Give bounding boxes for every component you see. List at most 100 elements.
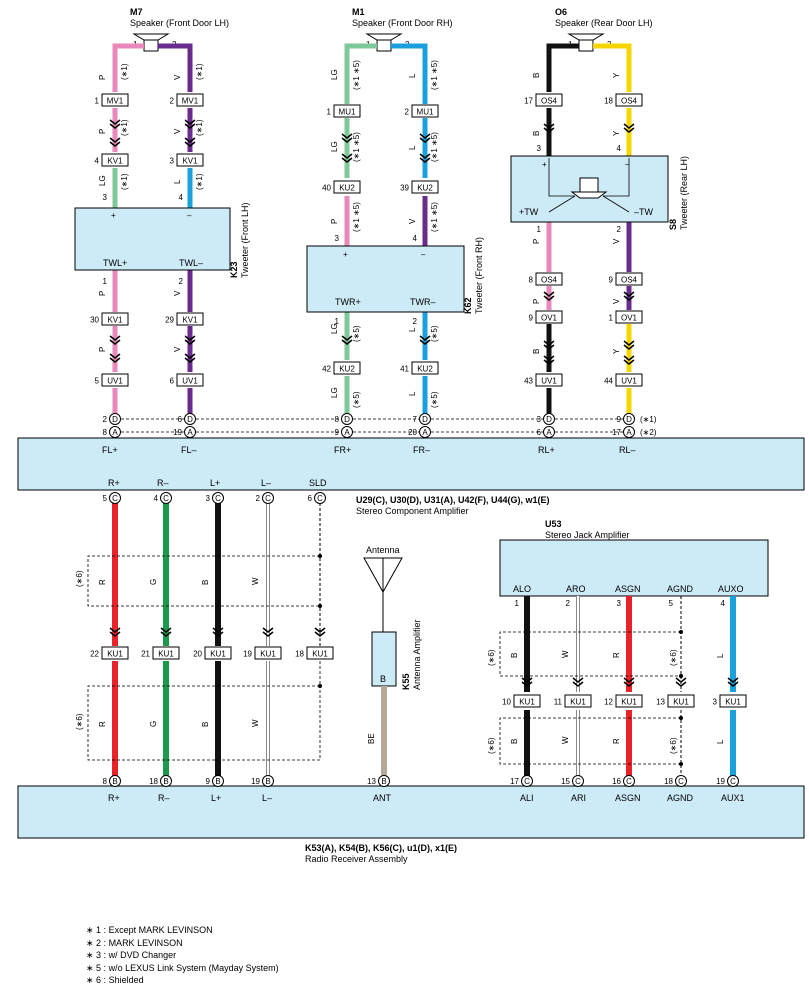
pin-letter: A [626, 428, 632, 437]
chevron-down-icon [419, 137, 431, 143]
connector-label: KU1 [519, 698, 535, 707]
pin-terminal: A6 [537, 426, 555, 438]
pin-number: 8 [103, 428, 108, 437]
wire-color-label: V [173, 290, 182, 296]
wire-color-label: (∗1 ∗5) [430, 202, 439, 232]
wire-color-label: V [173, 74, 182, 80]
wire-color-label: (∗1 ∗5) [430, 60, 439, 90]
pin-letter: C [678, 777, 684, 786]
wire-color-label: W [561, 650, 570, 658]
pin-number: 1 [537, 225, 542, 234]
chevron-down-icon [262, 631, 274, 637]
antenna-amplifier-k55: B K55 Antenna Amplifier [371, 619, 422, 690]
pin-letter: C [626, 777, 632, 786]
pin-terminal: A20 [408, 426, 431, 438]
chevron-down-icon [109, 119, 121, 125]
svg-text:U53: U53 [545, 519, 562, 529]
chevron-down-icon [572, 681, 584, 687]
wire-color-label: L [716, 653, 725, 658]
pin-number: 4 [95, 157, 100, 166]
connector-label: KU1 [107, 650, 123, 659]
chevron-down-icon [543, 291, 555, 297]
connector-label: MV1 [107, 97, 124, 106]
chevron-down-icon [184, 141, 196, 147]
pin-letter: C [575, 777, 581, 786]
wire-color-label: (∗1) [195, 119, 204, 136]
wire-color-label: L [408, 73, 417, 78]
pin-terminal: B19 [251, 775, 274, 787]
wire-color-label: P [98, 129, 107, 134]
connector-label: KU1 [570, 698, 586, 707]
svg-text:+: + [542, 160, 547, 169]
wire-color-label: (∗5) [352, 391, 361, 408]
wire-color-label: W [251, 719, 260, 727]
chevron-down-icon [543, 127, 555, 133]
shield-mark-4: (∗6) [487, 737, 496, 754]
chevron-down-icon [109, 141, 121, 147]
pin-number: 5 [95, 377, 100, 386]
wire-color-label: Y [612, 72, 621, 78]
pin-terminal: C 16 [612, 775, 635, 787]
pin-number: 3 [713, 698, 718, 707]
pin-number: 1 [515, 599, 520, 608]
connector-label: KU1 [673, 698, 689, 707]
svg-text:L+: L+ [210, 478, 220, 488]
pin-terminal: A19 [173, 426, 196, 438]
connector-label: UV1 [621, 377, 637, 386]
footnote-3: ∗ 3 : w/ DVD Changer [86, 950, 177, 960]
chevron-down-icon [521, 677, 533, 683]
wire-color-label: (∗1) [120, 119, 129, 136]
pin-number: 18 [604, 97, 613, 106]
pin-number: 16 [612, 777, 621, 786]
wire-color-label: R [612, 738, 621, 744]
shield-mark-3: (∗6) [487, 649, 496, 666]
pin-number: 19 [173, 428, 182, 437]
shield-mark-2: (∗6) [75, 713, 84, 730]
chevron-down-icon [543, 359, 555, 365]
pin-letter: A [112, 428, 118, 437]
footnote-2: ∗ 2 : MARK LEVINSON [86, 937, 183, 948]
wire-color-label: W [251, 577, 260, 585]
chevron-down-icon [109, 339, 121, 345]
chevron-down-icon [543, 123, 555, 129]
pin-number: 18 [664, 777, 673, 786]
chevron-down-icon [341, 153, 353, 159]
svg-text:L–: L– [261, 478, 271, 488]
svg-text:Stereo Component Amplifier: Stereo Component Amplifier [356, 506, 469, 516]
wire-color-label: G [149, 721, 158, 727]
wire-color-label: R [612, 652, 621, 658]
svg-text:+TW: +TW [519, 207, 539, 217]
pin-letter: A [422, 428, 428, 437]
footnotes: ∗ 1 : Except MARK LEVINSON ∗ 2 : MARK LE… [86, 924, 279, 987]
wire-color-label: P [532, 239, 541, 244]
wire-color-label: P [330, 219, 339, 224]
m7-name: Speaker (Front Door LH) [130, 18, 229, 28]
wire-color-label: L [408, 327, 417, 332]
pin-letter: D [112, 415, 118, 424]
chevron-down-icon [109, 123, 121, 129]
pin-number: 21 [141, 650, 150, 659]
pin-number: 9 [609, 276, 614, 285]
svg-text:ARI: ARI [571, 793, 586, 803]
svg-text:AGND: AGND [667, 584, 694, 594]
wire-color-label: V [408, 218, 417, 224]
chevron-down-icon [184, 353, 196, 359]
pin-number: 39 [400, 184, 409, 193]
svg-text:FL–: FL– [181, 445, 197, 455]
chevron-down-icon [184, 123, 196, 129]
wire-color-label: BE [367, 733, 376, 744]
svg-text:–TW: –TW [634, 207, 654, 217]
connector-label: KU2 [339, 184, 355, 193]
wire-color-label: L [408, 145, 417, 150]
connector-label: OS4 [621, 97, 638, 106]
pin-letter: B [215, 777, 220, 786]
condition-mark: (∗2) [640, 428, 657, 437]
stereo-component-amplifier: FL+ FL– FR+ FR– RL+ RL– R+ R– L+ L– SLD … [17, 437, 805, 516]
connector-label: MU1 [339, 108, 356, 117]
